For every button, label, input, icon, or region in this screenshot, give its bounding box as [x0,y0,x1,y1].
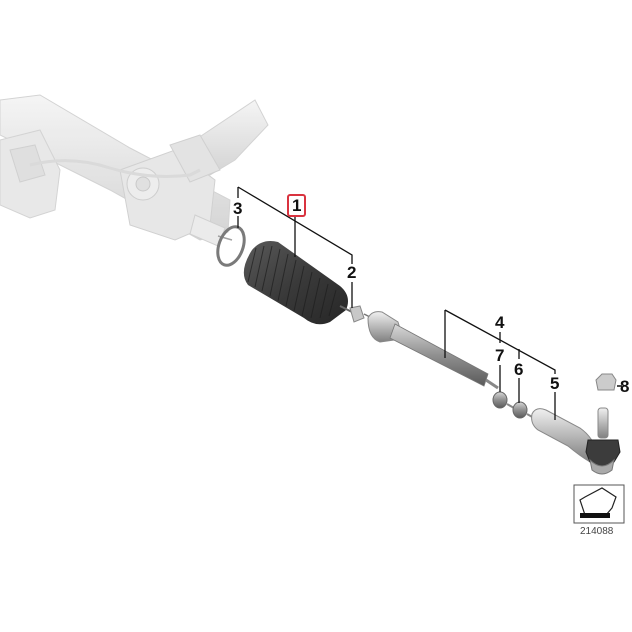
callout-6[interactable]: 6 [514,360,524,379]
lock-nut [512,401,535,419]
nut-7 [492,391,515,409]
tie-rod-assembly [367,311,499,390]
callout-2[interactable]: 2 [347,263,357,282]
tie-rod-end [531,407,621,475]
steering-rack-housing [0,94,269,247]
self-locking-nut [595,373,622,391]
reference-number: 214088 [580,526,614,537]
leader-lines [237,186,556,420]
direction-arrow-icon [573,484,625,524]
callout-4[interactable]: 4 [495,313,505,332]
clamp-small [349,305,373,323]
callout-3[interactable]: 3 [233,199,243,218]
callout-8[interactable]: 8 [620,377,630,396]
callout-1[interactable]: 1 [287,194,307,217]
bellows-boot [243,241,353,325]
callout-5[interactable]: 5 [550,374,560,393]
callout-7[interactable]: 7 [495,346,505,365]
